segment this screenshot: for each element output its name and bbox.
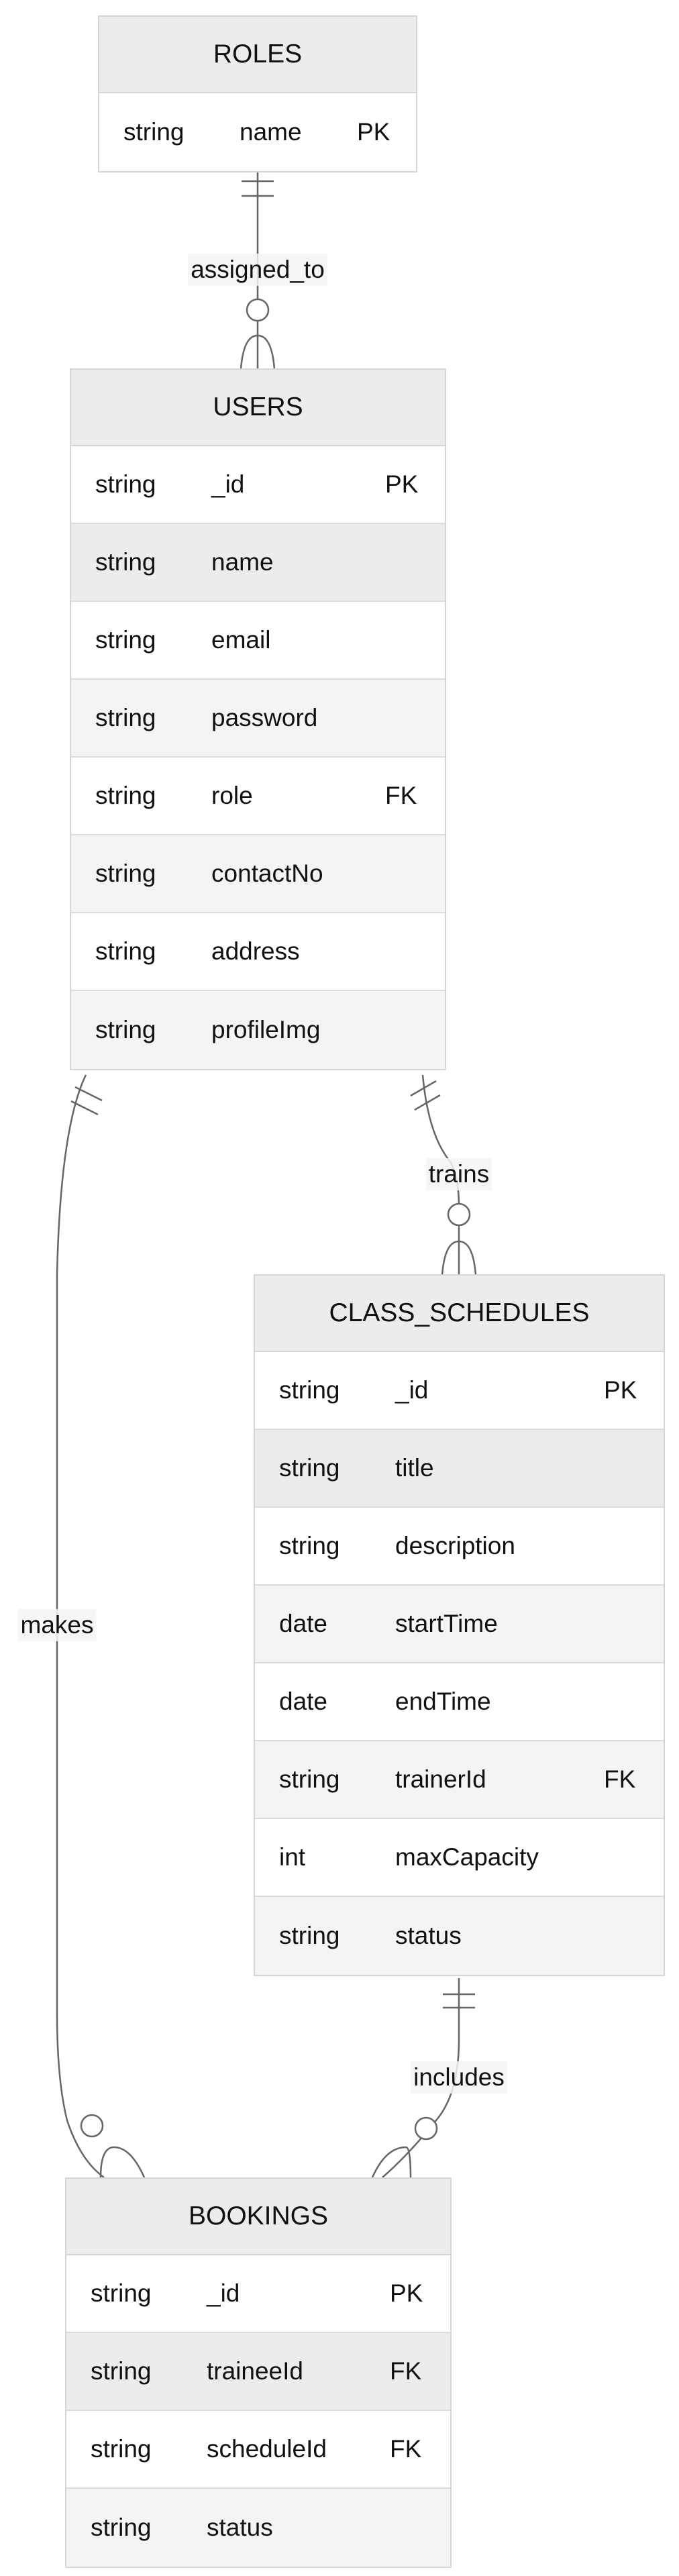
attribute-row: string address xyxy=(71,913,445,991)
attribute-type: string xyxy=(95,626,156,654)
attribute-row: string role FK xyxy=(71,758,445,835)
relationship-label-assigned-to: assigned_to xyxy=(188,254,327,286)
zero-marker xyxy=(80,2114,104,2138)
entity-class-schedules: CLASS_SCHEDULES string _id PK string tit… xyxy=(254,1274,665,1976)
attribute-name: endTime xyxy=(395,1688,491,1715)
attribute-row: string _id PK xyxy=(71,446,445,524)
attribute-row: int maxCapacity xyxy=(255,1819,664,1897)
attribute-row: string email xyxy=(71,602,445,680)
attribute-type: string xyxy=(95,782,156,809)
attribute-name: description xyxy=(395,1532,515,1559)
attribute-name: status xyxy=(395,1922,462,1949)
attribute-type: string xyxy=(91,2514,152,2541)
attribute-row: string name PK xyxy=(99,93,416,171)
attribute-type: string xyxy=(91,2435,152,2463)
attribute-type: string xyxy=(279,1922,340,1949)
entity-users: USERS string _id PK string name string e… xyxy=(70,368,446,1070)
attribute-name: name xyxy=(211,548,274,576)
attribute-row: string _id PK xyxy=(66,2255,450,2333)
attribute-type: date xyxy=(279,1610,328,1637)
entity-roles: ROLES string name PK xyxy=(98,15,417,172)
zero-marker xyxy=(246,298,270,322)
attribute-row: string title xyxy=(255,1430,664,1508)
one-marker xyxy=(74,1086,103,1102)
attribute-type: string xyxy=(123,118,185,146)
attribute-row: string profileImg xyxy=(71,991,445,1069)
attribute-row: string description xyxy=(255,1508,664,1586)
many-marker xyxy=(240,334,276,370)
attribute-name: password xyxy=(211,704,318,731)
attribute-type: string xyxy=(95,470,156,498)
attribute-key: FK xyxy=(390,2357,422,2385)
attribute-name: _id xyxy=(211,470,245,498)
attribute-name: role xyxy=(211,782,253,809)
attribute-row: string status xyxy=(66,2489,450,2567)
entity-bookings: BOOKINGS string _id PK string traineeId … xyxy=(65,2177,452,2568)
attribute-row: string scheduleId FK xyxy=(66,2411,450,2489)
attribute-key: PK xyxy=(390,2279,423,2307)
attribute-name: _id xyxy=(207,2279,240,2307)
attribute-type: string xyxy=(279,1765,340,1793)
attribute-key: PK xyxy=(604,1376,637,1404)
attribute-name: address xyxy=(211,937,300,965)
attribute-key: PK xyxy=(357,118,390,146)
attribute-row: string password xyxy=(71,680,445,758)
attribute-name: title xyxy=(395,1454,434,1482)
many-marker xyxy=(99,2146,146,2178)
attribute-name: profileImg xyxy=(211,1016,321,1043)
attribute-name: trainerId xyxy=(395,1765,486,1793)
attribute-name: startTime xyxy=(395,1610,498,1637)
attribute-name: traineeId xyxy=(207,2357,303,2385)
attribute-name: status xyxy=(207,2514,273,2541)
relationship-label-includes: includes xyxy=(411,2061,507,2094)
entity-title: ROLES xyxy=(99,17,416,93)
attribute-row: string status xyxy=(255,1897,664,1975)
attribute-type: string xyxy=(95,704,156,731)
attribute-name: name xyxy=(240,118,302,146)
attribute-row: string name xyxy=(71,524,445,602)
attribute-key: PK xyxy=(385,470,419,498)
attribute-type: string xyxy=(91,2279,152,2307)
relationship-label-trains: trains xyxy=(425,1158,492,1190)
attribute-type: string xyxy=(95,860,156,887)
attribute-key: FK xyxy=(604,1765,636,1793)
attribute-name: scheduleId xyxy=(207,2435,327,2463)
entity-title: USERS xyxy=(71,370,445,446)
attribute-name: _id xyxy=(395,1376,429,1404)
many-marker xyxy=(441,1240,477,1276)
attribute-type: string xyxy=(91,2357,152,2385)
entity-title: BOOKINGS xyxy=(66,2179,450,2255)
many-marker xyxy=(371,2146,412,2178)
attribute-row: string _id PK xyxy=(255,1352,664,1430)
attribute-type: string xyxy=(95,937,156,965)
attribute-row: string trainerId FK xyxy=(255,1741,664,1819)
attribute-type: int xyxy=(279,1843,306,1871)
attribute-type: string xyxy=(95,1016,156,1043)
attribute-row: date startTime xyxy=(255,1586,664,1663)
zero-marker xyxy=(447,1202,471,1227)
attribute-key: FK xyxy=(390,2435,422,2463)
attribute-type: string xyxy=(95,548,156,576)
attribute-type: string xyxy=(279,1532,340,1559)
attribute-row: date endTime xyxy=(255,1663,664,1741)
attribute-type: string xyxy=(279,1376,340,1404)
edge-makes xyxy=(56,1074,105,2179)
entity-title: CLASS_SCHEDULES xyxy=(255,1276,664,1352)
attribute-type: string xyxy=(279,1454,340,1482)
one-marker xyxy=(410,1080,437,1097)
attribute-name: maxCapacity xyxy=(395,1843,539,1871)
zero-marker xyxy=(414,2116,438,2141)
one-marker xyxy=(70,1100,99,1116)
one-marker xyxy=(414,1094,441,1111)
attribute-key: FK xyxy=(385,782,417,809)
attribute-row: string traineeId FK xyxy=(66,2333,450,2411)
attribute-type: date xyxy=(279,1688,328,1715)
attribute-row: string contactNo xyxy=(71,835,445,913)
attribute-name: contactNo xyxy=(211,860,323,887)
attribute-name: email xyxy=(211,626,271,654)
relationship-label-makes: makes xyxy=(17,1609,97,1641)
